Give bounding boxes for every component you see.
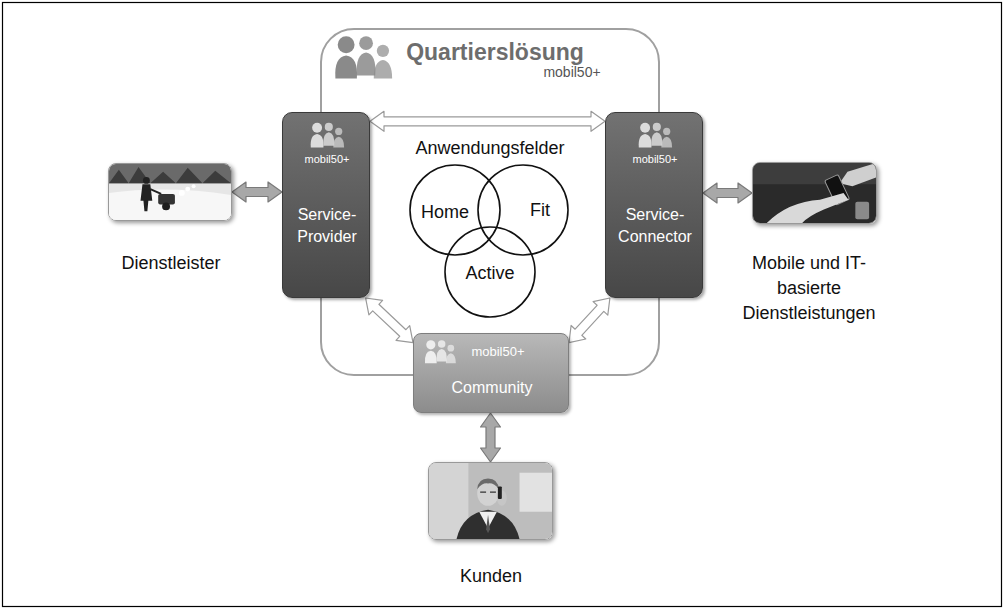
photo-illustration xyxy=(429,463,552,539)
photo-box: Dienstleister xyxy=(108,163,232,221)
circle-shape xyxy=(445,227,535,317)
field-heading: Anwendungsfelder xyxy=(415,138,564,159)
photo-detail xyxy=(767,193,849,223)
photo-detail xyxy=(486,515,490,534)
photo-clip xyxy=(109,164,231,220)
photo-detail xyxy=(520,473,552,512)
photo-detail xyxy=(162,203,170,211)
people-logo xyxy=(309,121,345,149)
people-icon xyxy=(311,123,344,148)
photo-detail xyxy=(477,479,499,490)
photo-detail xyxy=(109,190,231,220)
photo-detail xyxy=(457,510,520,539)
people-icon xyxy=(425,340,456,363)
field-circle: Active xyxy=(444,226,536,318)
photo-clip xyxy=(429,463,552,539)
photo-detail xyxy=(109,167,231,183)
people-icon xyxy=(639,123,672,148)
field-circle: Home xyxy=(409,164,501,256)
double-arrow xyxy=(232,182,282,202)
region-title: Quartierslösung xyxy=(406,39,584,65)
circle-label: Fit xyxy=(530,200,550,221)
photo-detail xyxy=(429,463,552,539)
outer-frame xyxy=(3,3,1002,607)
photo-detail xyxy=(140,184,152,211)
double-arrow xyxy=(481,413,501,462)
photo-detail xyxy=(179,190,185,196)
people-icon xyxy=(335,36,392,78)
double-arrow xyxy=(370,111,605,131)
photo-detail xyxy=(109,164,231,183)
photo-caption: Mobile und IT- basierte Dienstleistungen xyxy=(723,251,895,326)
service-box: mobil50+ Service- Provider xyxy=(282,112,370,298)
region-title: mobil50+ xyxy=(543,64,600,80)
photo-detail xyxy=(855,202,869,219)
photo-box: Mobile und IT- basierte Dienstleistungen xyxy=(752,162,877,224)
photo-illustration xyxy=(753,163,876,223)
photo-caption: Dienstleister xyxy=(121,253,220,274)
photo-detail xyxy=(143,177,150,184)
circle-label: Home xyxy=(421,202,469,223)
photo-illustration xyxy=(109,164,231,220)
community-box: mobil50+ Community xyxy=(413,333,569,413)
people-logo xyxy=(328,34,398,80)
people-logo xyxy=(637,121,673,149)
box-label: Community xyxy=(452,379,533,397)
box-label: Service- Provider xyxy=(287,204,367,248)
photo-detail xyxy=(185,187,190,192)
service-box: mobil50+ Service- Connector xyxy=(605,112,703,298)
photo-detail xyxy=(109,164,231,220)
circle-label: Active xyxy=(465,263,514,284)
box-label: mobil50+ xyxy=(633,153,678,166)
photo-detail xyxy=(498,486,502,499)
photo-detail xyxy=(480,492,496,493)
photo-detail xyxy=(840,163,876,186)
photo-box: Kunden xyxy=(428,462,553,540)
double-arrow xyxy=(703,183,752,203)
photo-detail xyxy=(150,189,161,194)
photo-caption: Kunden xyxy=(460,566,522,587)
box-label: Service- Connector xyxy=(612,204,698,248)
photo-detail xyxy=(192,184,196,188)
people-logo xyxy=(423,339,457,364)
photo-detail xyxy=(753,163,876,223)
photo-clip xyxy=(753,163,876,223)
circle-shape xyxy=(410,165,500,255)
double-arrow xyxy=(569,298,610,343)
double-arrow xyxy=(366,298,413,343)
box-label: mobil50+ xyxy=(305,153,350,166)
box-label: mobil50+ xyxy=(471,345,524,360)
